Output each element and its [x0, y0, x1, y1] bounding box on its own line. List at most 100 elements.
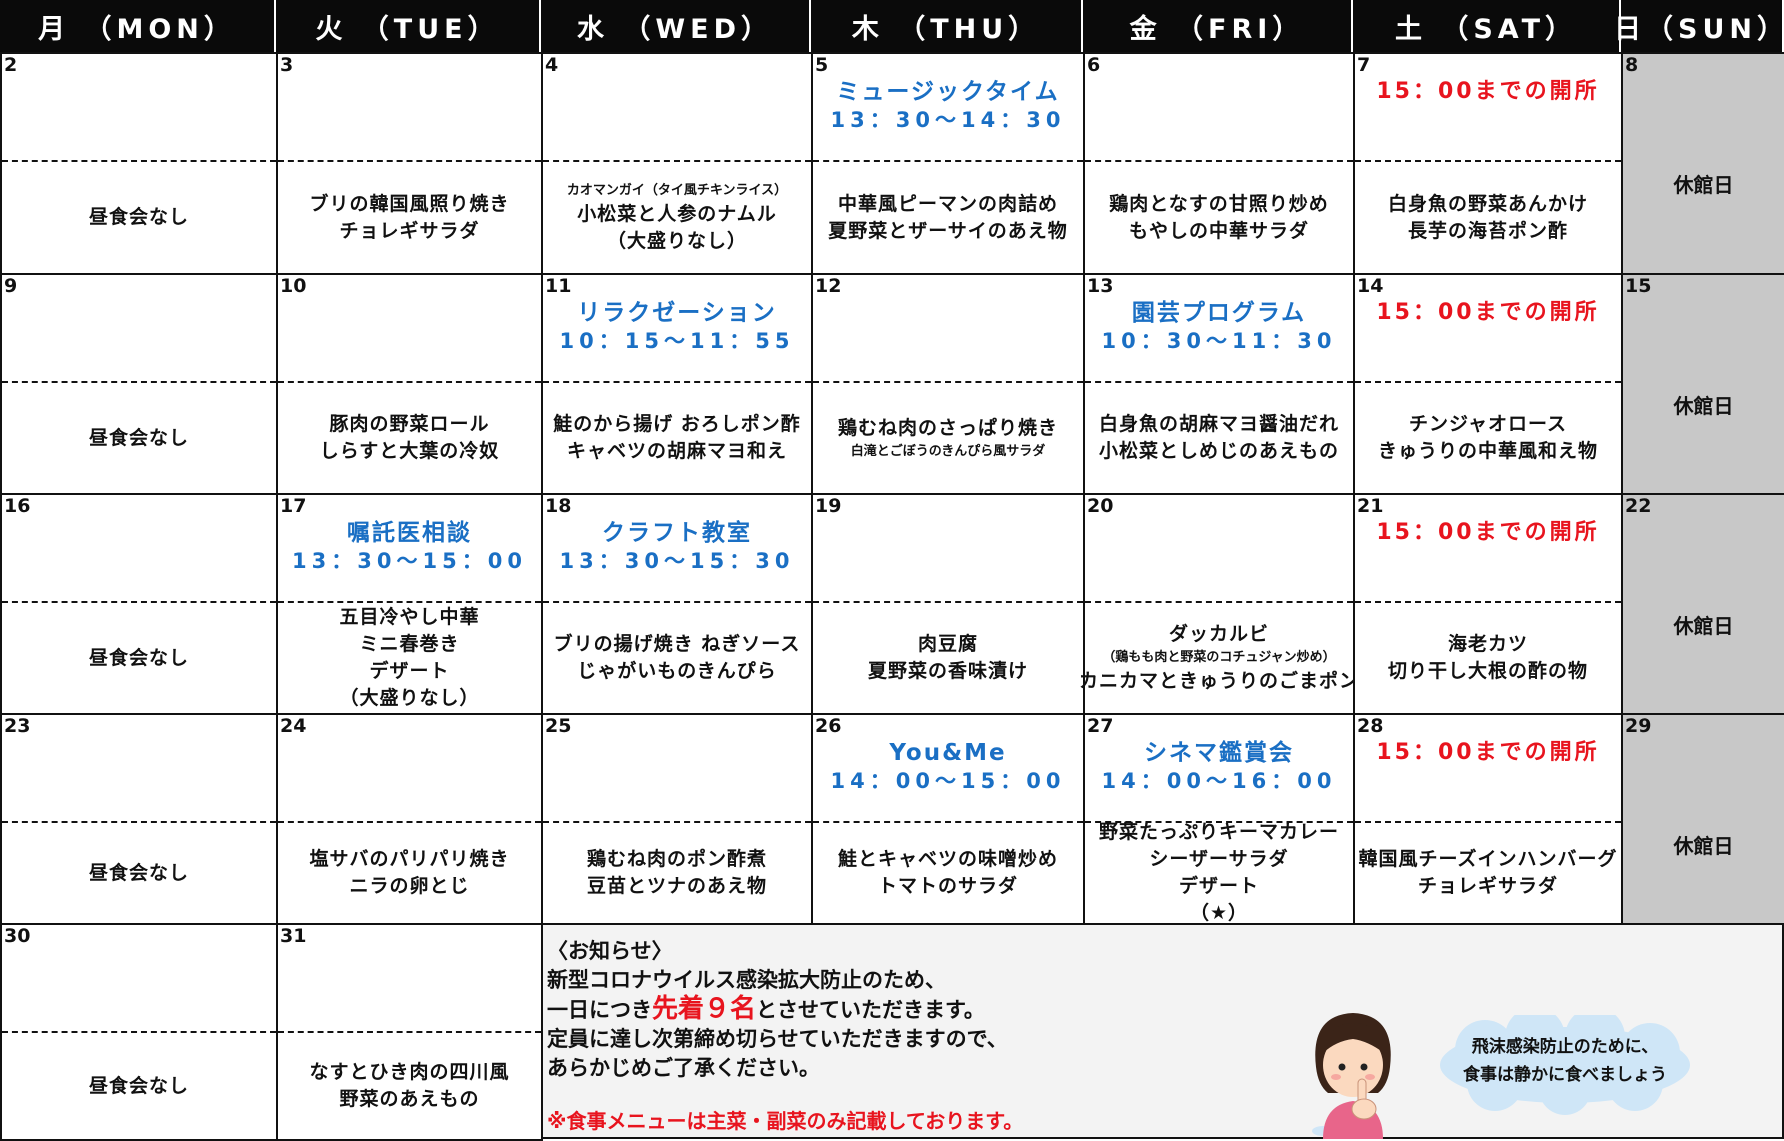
day-number: 8: [1625, 54, 1639, 76]
menu-item: 野菜たっぷりキーマカレー: [1098, 821, 1339, 843]
day-number: 2: [4, 54, 18, 76]
lunch-menu: 白身魚の野菜あんかけ長芋の海苔ポン酢: [1355, 162, 1621, 273]
menu-item: ブリの韓国風照り焼き: [309, 192, 510, 215]
cell-divider: [1355, 381, 1621, 383]
cell-divider: [813, 381, 1083, 383]
day-number: 3: [280, 54, 294, 76]
event-name: 15：00までの開所: [1376, 520, 1600, 545]
menu-item: 昼食会なし: [88, 206, 189, 228]
menu-item: 鮭のから揚げ おろしポン酢: [553, 413, 801, 435]
short-hours-notice: 15：00までの開所: [1355, 78, 1621, 106]
lunch-menu: 鶏むね肉のさっぱり焼き白滝とごぼうのきんぴら風サラダ: [813, 383, 1083, 493]
day-number: 27: [1087, 715, 1114, 737]
day-number: 15: [1625, 275, 1652, 297]
day-number: 20: [1087, 495, 1114, 517]
cell-divider: [543, 160, 811, 162]
day-cell: 6 鶏肉となすの甘照り炒めもやしの中華サラダ: [1083, 52, 1355, 275]
day-number: 23: [4, 715, 31, 737]
lunch-menu: 鶏肉となすの甘照り炒めもやしの中華サラダ: [1085, 162, 1353, 273]
event-name: 嘱託医相談: [347, 520, 472, 546]
day-cell: 20 ダッカルビ（鶏もも肉と野菜のコチュジャン炒め）カニカマときゅうりのごまポン: [1079, 493, 1358, 715]
cell-divider: [1355, 821, 1621, 823]
cell-divider: [2, 160, 276, 162]
notice-line-4: あらかじめご了承ください。: [547, 1056, 820, 1080]
day-number: 7: [1357, 54, 1371, 76]
menu-item: （大盛りなし）: [606, 229, 747, 252]
lunch-menu: ダッカルビ（鶏もも肉と野菜のコチュジャン炒め）カニカマときゅうりのごまポン: [1079, 603, 1358, 713]
day-number: 4: [545, 54, 559, 76]
event-time: 13：30～15：00: [292, 549, 527, 573]
menu-item: 白滝とごぼうのきんぴら風サラダ: [850, 443, 1046, 459]
menu-item: 豆苗とツナのあえ物: [586, 875, 767, 897]
menu-item: 韓国風チーズインハンバーグ: [1358, 848, 1618, 870]
lunch-menu: ブリの韓国風照り焼きチョレギサラダ: [278, 162, 541, 273]
menu-item: ニラの卵とじ: [349, 875, 470, 897]
short-hours-notice: 15：00までの開所: [1355, 299, 1621, 327]
cell-divider: [1085, 160, 1353, 162]
short-hours-notice: 15：00までの開所: [1355, 739, 1621, 767]
day-number: 21: [1357, 495, 1384, 517]
day-number: 6: [1087, 54, 1101, 76]
menu-item: ミニ春巻き: [359, 633, 460, 655]
cell-divider: [278, 160, 541, 162]
lunch-menu: 白身魚の胡麻マヨ醤油だれ小松菜としめじのあえもの: [1085, 383, 1353, 493]
menu-item: チョレギサラダ: [1417, 875, 1558, 897]
cell-divider: [543, 821, 811, 823]
capacity-highlight: 先着９名: [652, 994, 757, 1024]
menu-item: ブリの揚げ焼き ねぎソース: [553, 633, 801, 655]
day-number: 9: [4, 275, 18, 297]
cell-divider: [2, 1031, 276, 1033]
cell-divider: [1355, 601, 1621, 603]
day-cell: 2 昼食会なし: [0, 52, 278, 275]
event-name: 15：00までの開所: [1376, 79, 1600, 104]
day-number: 19: [815, 495, 842, 517]
event: 嘱託医相談 13：30～15：00: [278, 519, 541, 575]
lunch-menu: 昼食会なし: [2, 1033, 276, 1139]
day-number: 18: [545, 495, 572, 517]
cell-divider: [1355, 160, 1621, 162]
menu-item: 小松菜と人参のナムル: [577, 202, 777, 225]
menu-item: 肉豆腐: [917, 633, 978, 655]
menu-item: きゅうりの中華風和え物: [1377, 440, 1598, 462]
lunch-menu: 韓国風チーズインハンバーグチョレギサラダ: [1355, 823, 1621, 923]
menu-item: シーザーサラダ: [1149, 848, 1289, 870]
cell-divider: [278, 601, 541, 603]
day-number: 22: [1625, 495, 1652, 517]
cell-divider: [1085, 821, 1353, 823]
closed-label: 休館日: [1673, 834, 1734, 858]
day-number: 29: [1625, 715, 1652, 737]
notice-line-3: 定員に達し次第締め切らせていただきますので、: [547, 1027, 1008, 1051]
lunch-menu: チンジャオロースきゅうりの中華風和え物: [1355, 383, 1621, 493]
notice-line-1: 新型コロナウイルス感染拡大防止のため、: [547, 968, 946, 992]
menu-item: チンジャオロース: [1408, 413, 1568, 435]
day-number: 16: [4, 495, 31, 517]
menu-item: カニカマときゅうりのごまポン: [1079, 670, 1360, 692]
event-name: 園芸プログラム: [1131, 300, 1307, 326]
notice-text: 〈お知らせ〉 新型コロナウイルス感染拡大防止のため、 一日につき先着９名とさせて…: [547, 937, 1008, 1083]
menu-footnote: ※食事メニューは主菜・副菜のみ記載しております。: [547, 1109, 1024, 1133]
menu-item: もやしの中華サラダ: [1128, 219, 1309, 242]
menu-item: 小松菜としめじのあえもの: [1098, 440, 1339, 462]
cell-divider: [278, 381, 541, 383]
lunch-menu: 豚肉の野菜ロールしらすと大葉の冷奴: [278, 383, 541, 493]
menu-item: 中華風ピーマンの肉詰め: [837, 192, 1058, 215]
weekday-header: 土 （SAT）: [1353, 0, 1621, 52]
event-time: 10：30～11：30: [1101, 329, 1337, 353]
menu-item: しらすと大葉の冷奴: [319, 440, 500, 462]
